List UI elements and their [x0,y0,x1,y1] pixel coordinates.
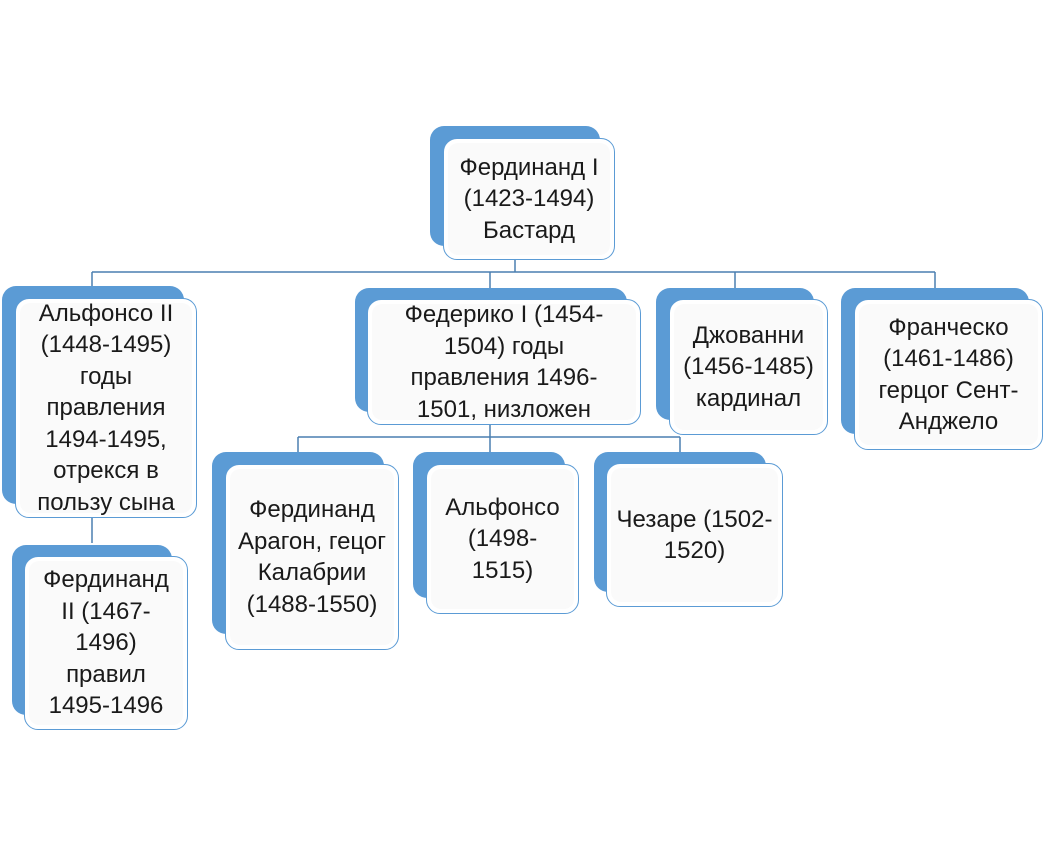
node-card: Федерико I (1454-1504) годы правления 14… [367,299,641,425]
node-label-ferdinand-ii: Фердинанд II (1467-1496) правил 1495-149… [43,566,169,720]
node-card: Фердинанд Арагон, гецог Калабрии (1488-1… [225,464,399,650]
node-label-alfonso: Альфонсо (1498-1515) [445,493,560,584]
node-label-alfonso-ii: Альфонсо II (1448-1495) годы правления 1… [37,299,175,516]
node-card: Джованни (1456-1485) кардинал [669,299,828,435]
node-card: Франческо (1461-1486) герцог Сент-Анджел… [854,299,1043,450]
node-label-giovanni: Джованни (1456-1485) кардинал [683,321,814,412]
node-card: Альфонсо (1498-1515) [426,464,579,614]
node-card: Альфонсо II (1448-1495) годы правления 1… [15,298,197,518]
node-card: Фердинанд II (1467-1496) правил 1495-149… [24,556,188,730]
node-label-francesco: Франческо (1461-1486) герцог Сент-Анджел… [878,313,1019,436]
node-label-federico-i: Федерико I (1454-1504) годы правления 14… [404,301,604,423]
node-label-cesare: Чезаре (1502-1520) [616,505,773,565]
node-card: Чезаре (1502-1520) [606,463,783,607]
node-label-ferdinand-aragon: Фердинанд Арагон, гецог Калабрии (1488-1… [237,496,387,618]
node-label-ferdinand-i: Фердинанд I (1423-1494) Бастард [459,153,599,244]
node-card: Фердинанд I (1423-1494) Бастард [443,138,615,260]
